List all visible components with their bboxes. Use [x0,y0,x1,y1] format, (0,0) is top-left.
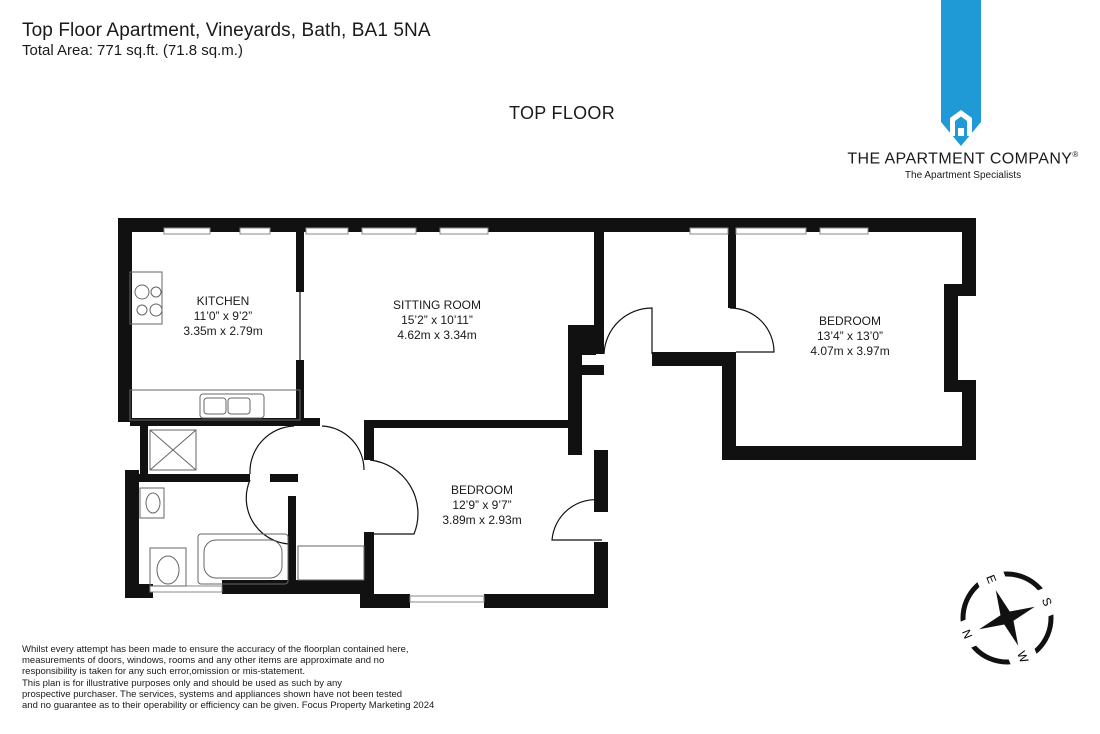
plan-title: Top Floor Apartment, Vineyards, Bath, BA… [22,20,431,41]
windows [149,227,869,603]
wall-lower-right [594,450,608,512]
door-bathroom [245,479,297,545]
wall-bedroom2-top-left [364,420,374,460]
door-bedroom2-right [551,498,603,541]
window-sitting-3 [361,227,417,235]
disclaimer-line: prospective purchaser. The services, sys… [22,688,403,700]
wall-bath-bottom-left [125,584,153,598]
room-metric: 3.35m x 2.79m [183,324,263,338]
room-metric: 3.89m x 2.93m [442,513,522,527]
wall-shower-bottom [130,474,250,482]
brand-name-text: THE APARTMENT COMPANY [847,150,1073,168]
wall-shower-left [140,424,148,482]
doors [245,292,775,545]
wall-bath-bottom [222,580,374,594]
wall-kitchen-right [296,232,304,292]
window-bath [149,585,223,593]
wall-right-inset [944,284,958,392]
room-bedroom-1: BEDROOM 13’4” x 13’0” 4.07m x 3.97m [810,314,889,359]
room-name: KITCHEN [196,294,250,308]
window-sitting-2 [305,227,349,235]
wall-wing-corridor [652,352,736,366]
apartment-logo-icon [941,0,981,146]
wall-core-post [568,325,596,355]
room-kitchen: KITCHEN 11’0” x 9’2” 3.35m x 2.79m [183,294,262,339]
disclaimer-line: Whilst every attempt has been made to en… [22,644,409,655]
wall-top-right [868,218,976,232]
kitchen-sink [199,393,265,419]
window-kitchen [163,227,211,235]
window-bedroom1-2 [819,227,869,235]
room-imperial: 11’0” x 9’2” [193,309,253,323]
wall-left-upper [118,218,132,422]
window-sitting-4 [439,227,489,235]
wall-core-right [594,232,604,354]
wall-lower-right-2 [594,542,608,606]
kitchen-counter [129,389,301,421]
wall-kitchen-right-2 [296,360,304,418]
logo-banner [941,0,981,146]
room-metric: 4.62m x 3.34m [397,328,477,342]
hall-cupboard [297,545,365,581]
wall-bath-right [288,496,296,584]
walls [118,218,976,608]
shower-tray [149,429,197,471]
window-bedroom2 [409,595,485,603]
door-shower [249,425,295,475]
door-bedroom2 [369,459,419,535]
wall-hall-right [364,532,374,588]
brand-block: THE APARTMENT COMPANY® The Apartment Spe… [840,150,1086,181]
door-hall-sitting [321,425,365,471]
toilet [149,547,187,587]
total-area: Total Area: 771 sq.ft. (71.8 sq.m.) [22,42,243,59]
bathroom-fittings [139,429,365,587]
kitchen-hob [129,271,163,325]
room-sitting: SITTING ROOM 15’2” x 10’11” 4.62m x 3.34… [393,298,481,343]
wall-right-top [962,218,976,296]
wall-bedroom2-bottom-right [484,594,608,608]
logo-house-mark [950,110,972,136]
disclaimer: Whilst every attempt has been made to en… [22,644,462,711]
wall-wing-left [722,354,736,460]
kitchen-fittings [129,271,301,421]
room-name: BEDROOM [450,483,513,497]
disclaimer-line: measurements of doors, windows, rooms an… [22,655,385,667]
wall-shower-bottom-2 [270,474,298,482]
brand-tagline: The Apartment Specialists [904,170,1022,182]
floor-label: TOP FLOOR [508,103,616,123]
disclaimer-line: responsibility is taken for any such err… [22,666,305,678]
window-hall [689,227,729,235]
wall-left-lower [125,470,139,598]
wall-bedroom1-left [728,232,736,308]
bath-tub [197,533,289,585]
disclaimer-line: This plan is for illustrative purposes o… [22,677,343,689]
room-imperial: 15’2” x 10’11” [401,313,473,327]
wall-right-lower [962,380,976,452]
door-bedroom1 [729,307,775,353]
room-name: BEDROOM [818,314,881,328]
compass-rose-icon: E S W N [955,566,1059,670]
registered-mark: ® [1072,150,1079,159]
window-sitting-1 [239,227,271,235]
wall-sitting-bottom [364,420,574,428]
wall-kitchen-bottom [130,418,320,426]
door-entrance [603,307,653,355]
room-bedroom-2: BEDROOM 12’9” x 9’7” 3.89m x 2.93m [442,483,521,528]
compass-star [979,590,1035,646]
room-imperial: 12’9” x 9’7” [452,498,512,512]
room-name: SITTING ROOM [393,298,481,312]
room-metric: 4.07m x 3.97m [810,344,890,358]
wall-wing-bottom [722,446,976,460]
disclaimer-line: and no guarantee as to their operability… [22,700,435,712]
room-imperial: 13’4” x 13’0” [816,329,884,343]
wall-core-step [574,365,604,375]
basin [139,487,165,519]
window-bedroom1-1 [735,227,807,235]
brand-name: THE APARTMENT COMPANY® [840,150,1086,168]
